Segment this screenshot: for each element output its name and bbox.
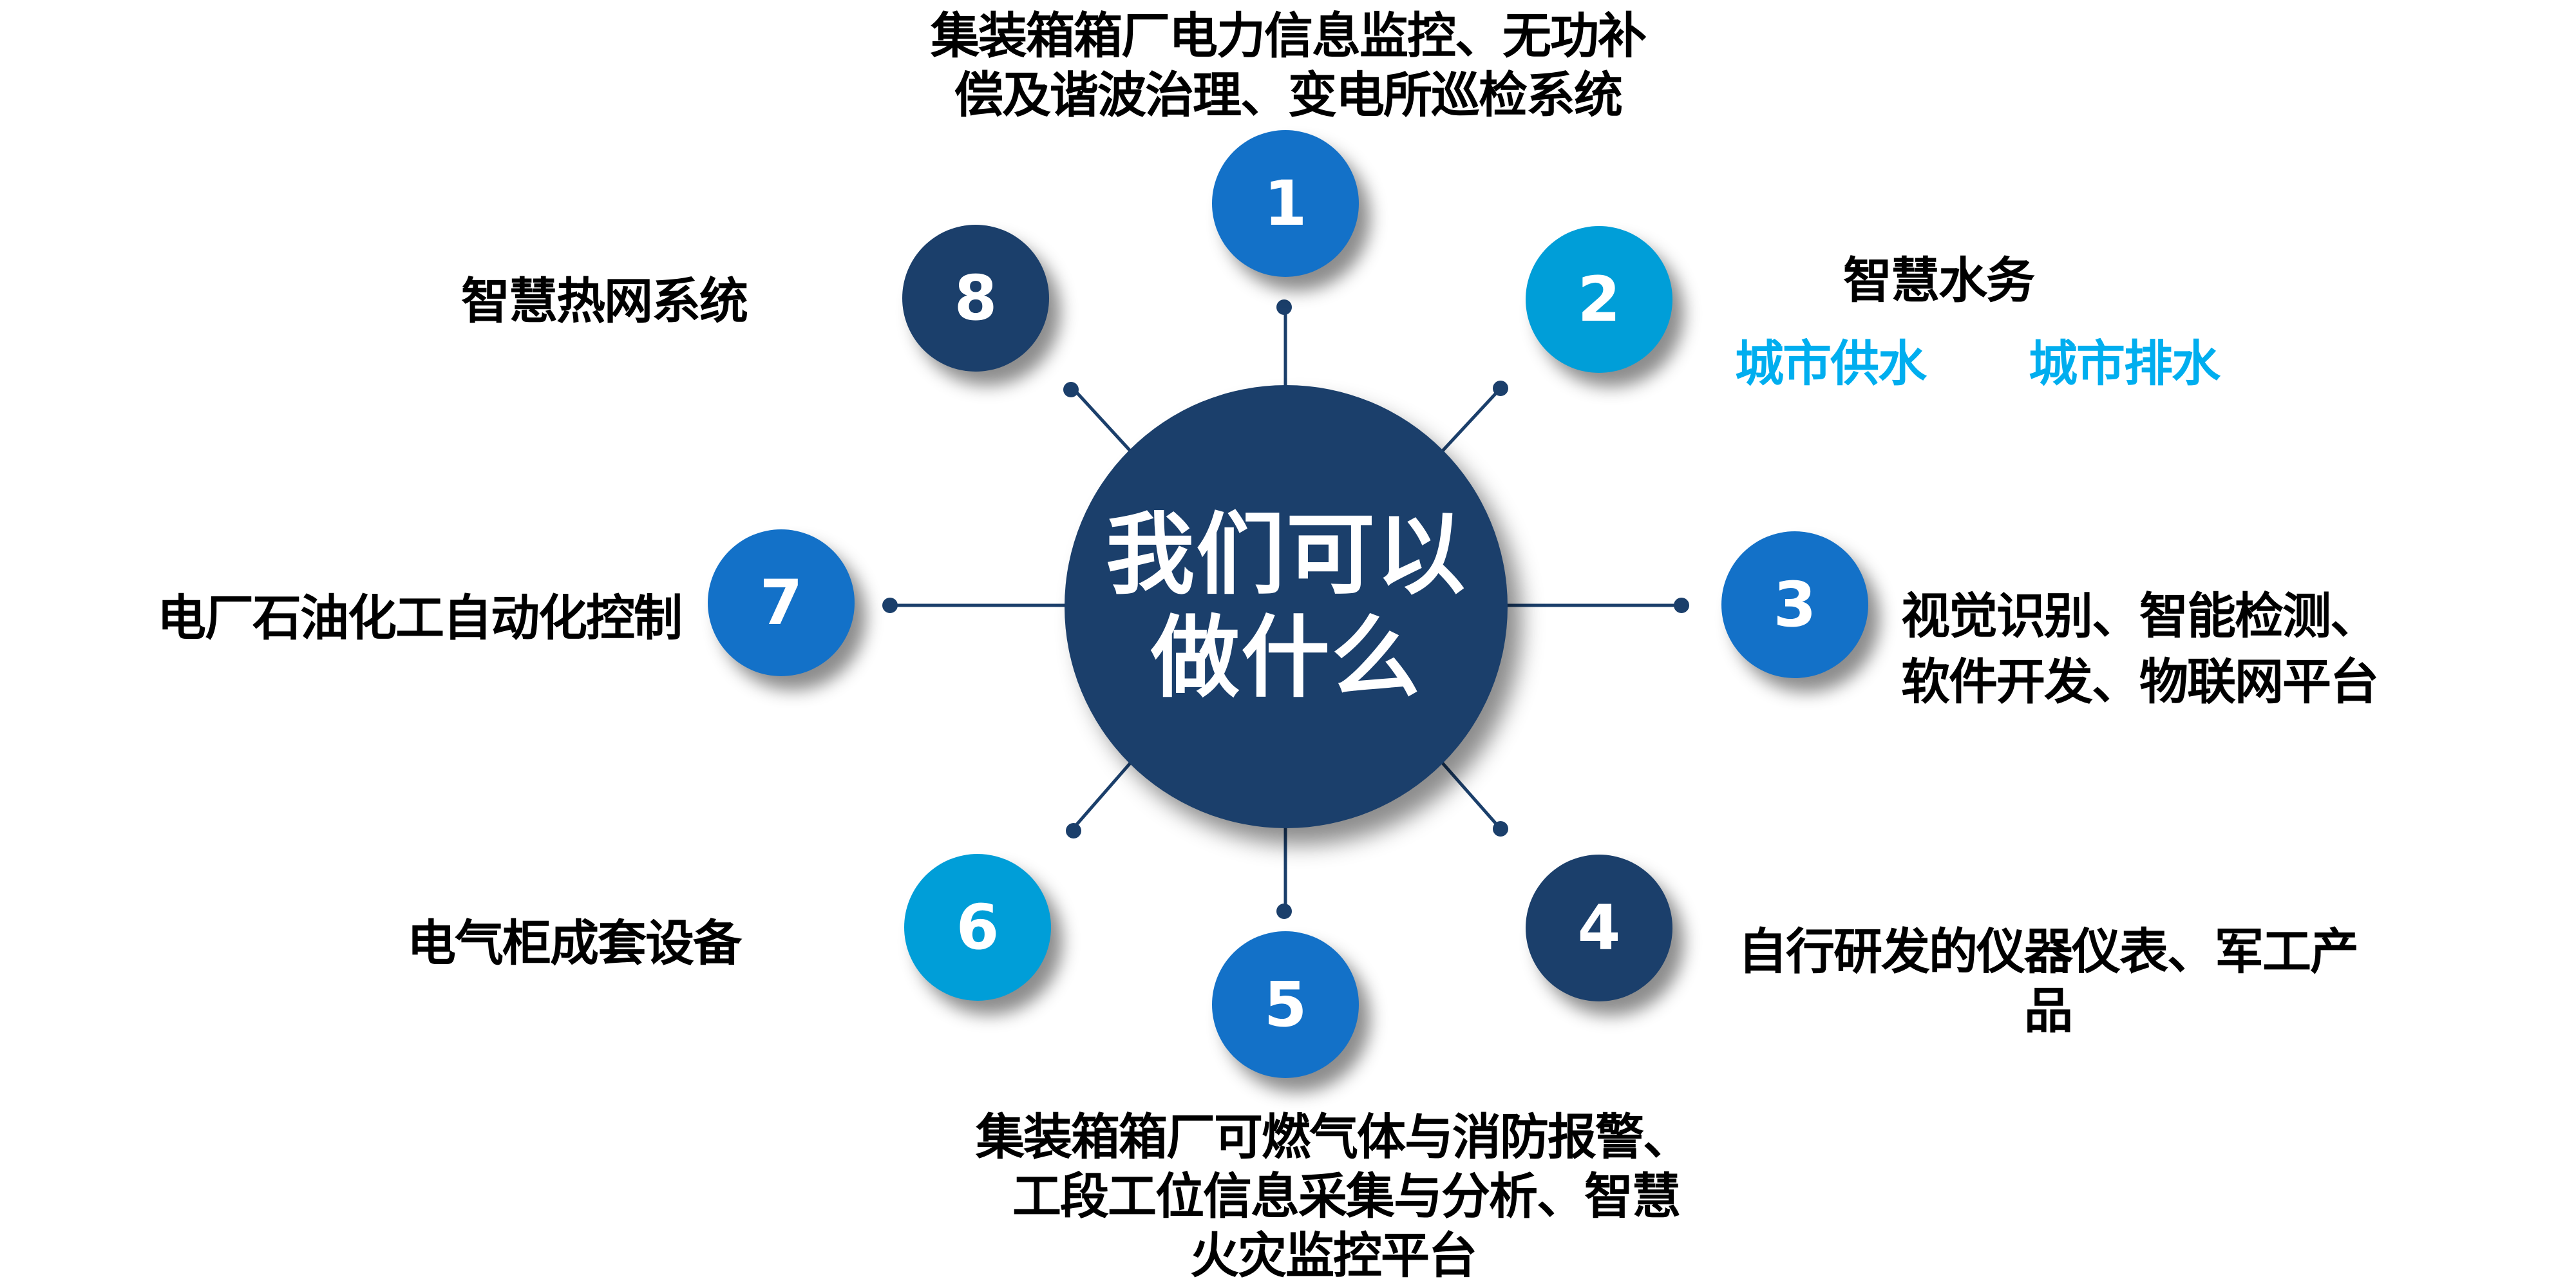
- node-number: 2: [1577, 263, 1621, 336]
- label-5-line-1: 集装箱箱厂可燃气体与消防报警、: [976, 1108, 1692, 1166]
- label-8-line-1: 智慧热网系统: [461, 272, 748, 330]
- connector-dot-5: [1276, 904, 1292, 919]
- label-4: 自行研发的仪器仪表、军工产 品: [1726, 922, 2370, 1041]
- node-8: 8: [902, 225, 1049, 372]
- label-6: 电气柜成套设备: [407, 914, 742, 973]
- label-2-sub-water-supply: 城市供水: [1735, 335, 1927, 392]
- label-7-line-1: 电厂石油化工自动化控制: [157, 589, 683, 647]
- label-2: 智慧水务: [1843, 251, 2035, 310]
- node-6: 6: [904, 854, 1051, 1001]
- label-3: 视觉识别、智能检测、 软件开发、物联网平台: [1901, 583, 2379, 715]
- connector-dot-7: [882, 598, 898, 613]
- connector-dot-1: [1276, 299, 1292, 315]
- label-1-line-1: 集装箱箱厂电力信息监控、无功补: [931, 7, 1647, 64]
- connector-dot-4: [1493, 821, 1508, 837]
- node-3: 3: [1721, 531, 1868, 678]
- connector-6: [1072, 762, 1132, 830]
- label-2-title: 智慧水务: [1843, 252, 2035, 309]
- label-8: 智慧热网系统: [461, 272, 748, 331]
- label-6-line-1: 电气柜成套设备: [407, 914, 742, 972]
- label-4-line-2: 品: [2024, 982, 2073, 1039]
- connector-8: [1072, 387, 1132, 452]
- connector-dot-3: [1674, 598, 1689, 613]
- connector-2: [1441, 387, 1502, 452]
- label-5-line-3: 火灾监控平台: [1190, 1227, 1477, 1284]
- node-number: 3: [1773, 569, 1817, 641]
- connector-dot-6: [1066, 823, 1081, 838]
- label-7: 电厂石油化工自动化控制: [157, 589, 683, 648]
- label-3-line-1: 视觉识别、智能检测、: [1901, 587, 2379, 645]
- node-number: 7: [759, 567, 803, 639]
- node-number: 5: [1264, 969, 1307, 1041]
- hub-title-line-2: 做什么: [1150, 606, 1421, 710]
- connector-dot-8: [1063, 382, 1079, 397]
- node-4: 4: [1526, 855, 1672, 1001]
- label-2-sub-drainage: 城市排水: [2029, 335, 2221, 392]
- node-7: 7: [708, 529, 855, 676]
- label-5-line-2: 工段工位信息采集与分析、智慧: [1012, 1168, 1681, 1225]
- node-2: 2: [1526, 226, 1672, 373]
- node-number: 4: [1577, 892, 1621, 964]
- node-number: 6: [956, 891, 999, 963]
- hub-circle: 我们可以 做什么: [1065, 385, 1508, 828]
- label-3-line-2: 软件开发、物联网平台: [1901, 653, 2379, 710]
- connector-4: [1441, 762, 1502, 830]
- label-1: 集装箱箱厂电力信息监控、无功补 偿及谐波治理、变电所巡检系统: [902, 6, 1674, 125]
- node-1: 1: [1212, 130, 1359, 277]
- label-1-line-2: 偿及谐波治理、变电所巡检系统: [954, 66, 1623, 124]
- node-number: 1: [1264, 167, 1307, 240]
- node-5: 5: [1212, 931, 1359, 1078]
- connector-dot-2: [1493, 381, 1508, 396]
- label-5: 集装箱箱厂可燃气体与消防报警、 工段工位信息采集与分析、智慧 火灾监控平台: [966, 1108, 1700, 1285]
- label-4-line-1: 自行研发的仪器仪表、军工产: [1738, 923, 2359, 980]
- node-number: 8: [954, 262, 998, 334]
- hub-title-line-1: 我们可以: [1105, 503, 1466, 607]
